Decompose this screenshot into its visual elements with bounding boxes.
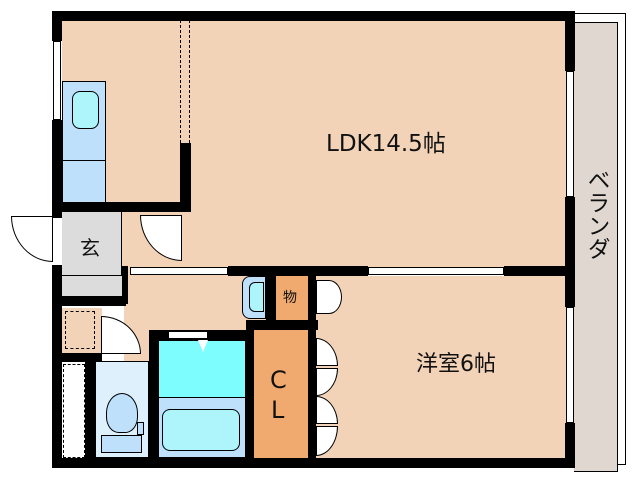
storage-room [276, 276, 308, 320]
wall-top [52, 11, 575, 21]
washroom [158, 340, 246, 398]
shoe-cabinet [63, 364, 85, 458]
toilet-bowl-icon [106, 393, 138, 433]
entrance-step-line [62, 275, 122, 276]
closet [254, 330, 308, 458]
window-right-ldk[interactable] [566, 71, 574, 197]
entrance-door[interactable] [11, 216, 53, 262]
entrance-side-line [121, 212, 122, 276]
kitchen-counter-divider [62, 160, 106, 161]
toilet-tank-icon [101, 435, 142, 453]
wall-right-mid [565, 197, 575, 307]
kitchen-sink-icon [72, 91, 99, 129]
storage-label: 物 [283, 290, 297, 306]
wall-middle-h2 [504, 266, 570, 276]
wall-entrance-bottom [52, 296, 126, 306]
entrance-label: 玄 [80, 236, 100, 260]
entrance-floor [62, 212, 122, 296]
bathtub-icon [162, 409, 240, 451]
wall-middle-h [228, 266, 368, 276]
wall-toilet-top [62, 353, 102, 362]
wall-bottom [52, 458, 575, 468]
wall-left-lower [52, 265, 62, 468]
sliding-door-hall[interactable] [130, 267, 228, 275]
washroom-door[interactable] [168, 331, 208, 339]
wall-right-lower [565, 423, 575, 468]
western-room-label: 洋室6帖 [416, 352, 496, 377]
ldk-partition-dashed [180, 20, 190, 143]
laundry-pan-icon [65, 311, 95, 349]
wall-left-upper [52, 11, 62, 41]
balcony [574, 22, 618, 472]
window-right-western[interactable] [566, 307, 574, 423]
closet-label-2: L [271, 396, 285, 424]
toilet-door[interactable] [101, 316, 141, 354]
wall-closet-right [308, 276, 316, 460]
wall-toilet-left [85, 353, 95, 460]
washroom-door-marker [198, 340, 208, 352]
washbasin-bowl-icon [249, 282, 264, 312]
wall-kitchen-bottom [52, 202, 191, 212]
ldk-floor [62, 20, 566, 270]
wall-closet-left [246, 320, 254, 460]
sliding-door-ldk-western[interactable] [368, 267, 504, 275]
laundry-floor [62, 308, 102, 353]
wall-middle [122, 266, 128, 304]
storage-door[interactable] [316, 280, 342, 314]
wall-left-mid [52, 120, 62, 218]
wall-ldk-partition [180, 143, 191, 212]
closet-label-1: C [270, 366, 287, 394]
wall-bath-left [149, 330, 158, 460]
window-left-kitchen[interactable] [53, 41, 61, 120]
wall-storage-left [266, 276, 276, 328]
western-room-floor [316, 276, 566, 460]
wall-storage-bottom [246, 320, 318, 330]
wall-right-upper [565, 11, 575, 71]
toilet-handle-icon [137, 422, 144, 435]
ldk-label: LDK14.5帖 [326, 131, 446, 157]
balcony-label: ベランダ [583, 168, 609, 260]
